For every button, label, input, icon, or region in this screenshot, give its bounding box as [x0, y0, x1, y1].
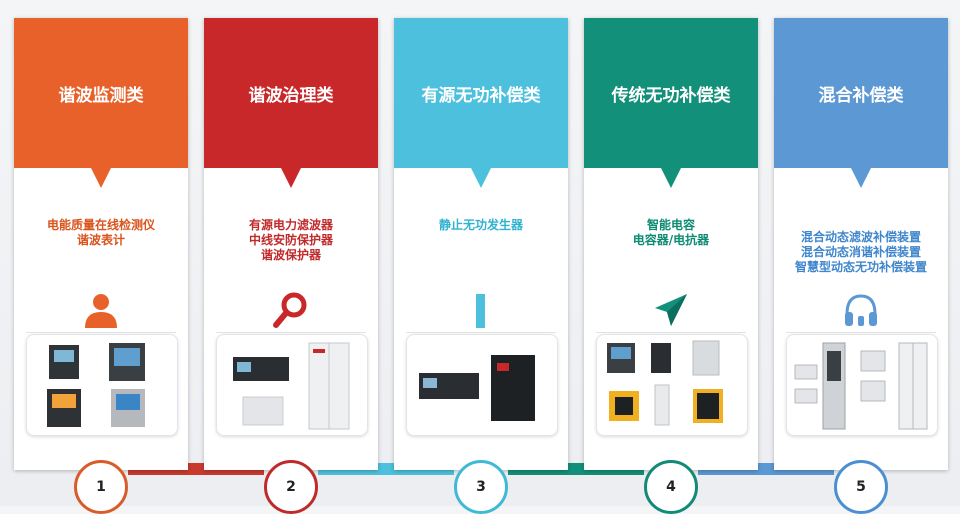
- pointer-arrow: [661, 168, 681, 188]
- headphones-icon: [845, 294, 877, 326]
- step-badge: 2: [264, 460, 318, 514]
- card-title: 传统无功补偿类: [611, 85, 731, 106]
- product-list: 有源电力滤波器 中线安防保护器 谐波保护器: [210, 218, 372, 288]
- divider: [596, 332, 746, 333]
- step-number: 3: [476, 479, 486, 495]
- product-line: 混合动态消谐补偿装置: [800, 245, 921, 259]
- pointer-arrow: [471, 168, 491, 188]
- bar-icon: [476, 294, 485, 328]
- product-photo-meters: [26, 334, 178, 436]
- product-list: 电能质量在线检测仪 谐波表计: [20, 218, 182, 288]
- product-line: 谐波保护器: [260, 248, 321, 262]
- card-header: 谐波治理类: [204, 18, 378, 168]
- divider: [786, 332, 936, 333]
- card-header: 谐波监测类: [14, 18, 188, 168]
- card-header: 混合补偿类: [774, 18, 948, 168]
- product-line: 混合动态滤波补偿装置: [800, 230, 921, 244]
- card-title: 混合补偿类: [818, 85, 904, 106]
- step-badge: 1: [74, 460, 128, 514]
- product-photo-cabinets: [786, 334, 938, 436]
- step-number: 5: [856, 479, 866, 495]
- product-list: 静止无功发生器: [400, 218, 562, 288]
- card-header: 传统无功补偿类: [584, 18, 758, 168]
- product-line: 中线安防保护器: [248, 233, 333, 247]
- pointer-arrow: [281, 168, 301, 188]
- card-hybrid-compensation: 混合补偿类 混合动态滤波补偿装置 混合动态消谐补偿装置 智慧型动态无功补偿装置: [774, 18, 948, 514]
- card-active-reactive-compensation: 有源无功补偿类 静止无功发生器 3: [394, 18, 568, 514]
- step-number: 4: [666, 479, 676, 495]
- product-photo-svg: [406, 334, 558, 436]
- divider: [406, 332, 556, 333]
- divider: [26, 332, 176, 333]
- product-line: 电能质量在线检测仪: [46, 218, 155, 232]
- step-number: 1: [96, 479, 106, 495]
- card-title: 有源无功补偿类: [421, 85, 541, 106]
- card-traditional-reactive-compensation: 传统无功补偿类 智能电容 电容器/电抗器 4: [584, 18, 758, 514]
- product-list: 混合动态滤波补偿装置 混合动态消谐补偿装置 智慧型动态无功补偿装置: [780, 230, 942, 300]
- magnifier-icon: [273, 292, 307, 328]
- product-photo-capacitors: [596, 334, 748, 436]
- product-line: 有源电力滤波器: [248, 218, 333, 232]
- card-harmonic-mitigation: 谐波治理类 有源电力滤波器 中线安防保护器 谐波保护器 2: [204, 18, 378, 514]
- person-icon: [85, 294, 117, 328]
- pointer-arrow: [91, 168, 111, 188]
- product-photo-filters: [216, 334, 368, 436]
- product-list: 智能电容 电容器/电抗器: [590, 218, 752, 288]
- pointer-arrow: [851, 168, 871, 188]
- product-line: 智能电容: [646, 218, 695, 232]
- product-line: 电容器/电抗器: [632, 233, 710, 247]
- product-line: 静止无功发生器: [438, 218, 523, 232]
- card-header: 有源无功补偿类: [394, 18, 568, 168]
- step-number: 2: [286, 479, 296, 495]
- card-title: 谐波治理类: [248, 85, 334, 106]
- product-line: 智慧型动态无功补偿装置: [794, 260, 927, 274]
- card-harmonic-monitoring: 谐波监测类 电能质量在线检测仪 谐波表计 1: [14, 18, 188, 514]
- paper-plane-icon: [655, 294, 687, 326]
- product-line: 谐波表计: [76, 233, 125, 247]
- card-title: 谐波监测类: [58, 85, 144, 106]
- divider: [216, 332, 366, 333]
